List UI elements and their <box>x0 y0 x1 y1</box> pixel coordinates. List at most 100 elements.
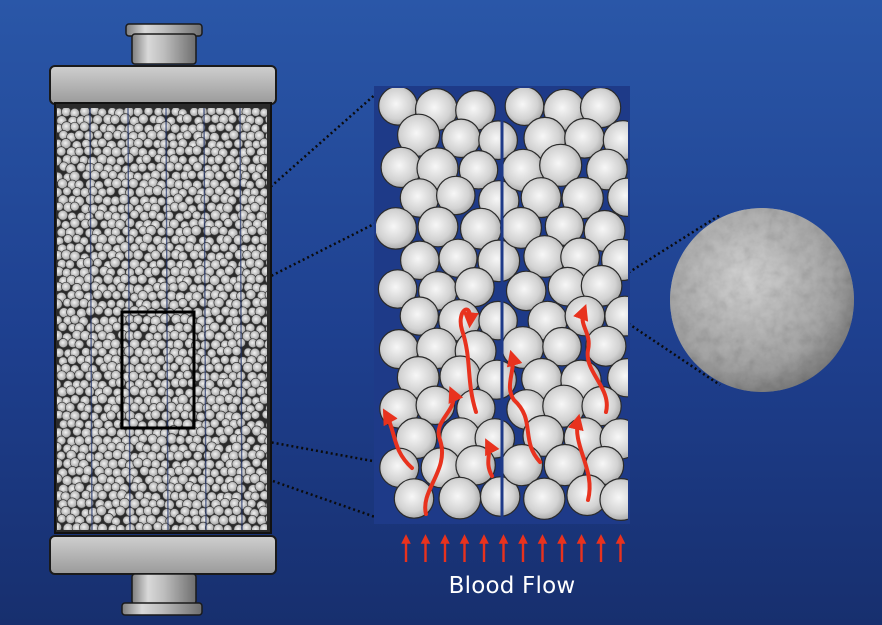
column-bead <box>164 353 175 364</box>
column-bead <box>210 193 221 204</box>
column-bead <box>65 513 76 524</box>
column-bead <box>192 466 203 476</box>
single-bead <box>670 208 854 392</box>
column-bead <box>264 436 267 446</box>
column-bead <box>57 442 63 453</box>
column-bead <box>152 185 163 197</box>
column-bead <box>207 123 218 134</box>
column-bead <box>223 139 234 150</box>
column-bead <box>215 314 225 324</box>
column-bead <box>263 146 267 157</box>
column-bead <box>97 347 108 357</box>
column-bead <box>201 242 212 252</box>
column-bead <box>224 265 235 276</box>
column-bead <box>214 170 225 181</box>
column-bead <box>74 369 85 380</box>
column-bead <box>69 297 81 309</box>
column-bead <box>210 306 221 317</box>
column-bead <box>246 386 258 398</box>
inset-bead <box>399 296 439 336</box>
column-bead <box>70 394 80 405</box>
inset-bead <box>438 476 482 520</box>
column-bead <box>87 442 98 453</box>
column-bead <box>102 242 113 253</box>
column-bead <box>138 113 149 125</box>
column-bead <box>213 362 224 373</box>
column-bead <box>128 274 139 285</box>
column-bead <box>69 121 80 132</box>
column-bead <box>74 482 85 493</box>
column-bead <box>84 386 95 397</box>
column-bead <box>57 146 67 157</box>
inset-bead <box>586 148 628 191</box>
column-bead <box>177 298 188 309</box>
column-bead <box>97 523 108 530</box>
column-bead <box>129 209 140 220</box>
column-bead <box>103 307 114 317</box>
column-bead <box>264 386 267 396</box>
column-bead <box>61 281 71 292</box>
column-bead <box>110 338 121 350</box>
inset-bead <box>539 143 583 187</box>
column-bead <box>182 369 193 380</box>
column-bead <box>92 514 102 524</box>
column-bead <box>186 523 197 530</box>
column-bead <box>57 379 62 390</box>
column-bead <box>247 514 258 525</box>
column-bead <box>254 338 265 349</box>
column-bead <box>265 468 267 476</box>
column-bead <box>213 154 225 165</box>
column-bead <box>65 259 75 270</box>
column-bead <box>132 330 143 341</box>
column-bead <box>109 114 121 125</box>
column-bead <box>112 163 122 173</box>
inset-bead <box>520 177 562 219</box>
column-bead <box>254 130 265 142</box>
column-bead <box>57 370 67 381</box>
column-bead <box>251 108 261 117</box>
column-bead <box>57 473 63 484</box>
column-bead <box>241 233 252 244</box>
column-bead <box>198 297 209 308</box>
column-bead <box>258 393 267 405</box>
column-bead <box>150 266 161 277</box>
column-bead <box>254 177 266 189</box>
column-bead <box>259 490 267 501</box>
column-bead <box>237 209 249 221</box>
column-bead <box>173 450 185 462</box>
column-bead <box>96 393 108 405</box>
column-bead <box>264 290 267 299</box>
column-bead <box>85 306 96 317</box>
column-bead <box>92 146 103 157</box>
flow-arrows <box>401 534 626 562</box>
column-bead <box>213 297 225 309</box>
column-bead <box>119 113 131 125</box>
column-bead <box>97 137 108 148</box>
column-bead <box>74 129 85 141</box>
column-bead <box>259 108 267 118</box>
inset-bead <box>476 359 517 400</box>
zoom-region <box>120 310 196 430</box>
column-bead <box>192 451 203 461</box>
column-bead <box>231 345 242 357</box>
column-bead <box>136 273 148 285</box>
column-bead <box>129 385 140 397</box>
column-bead <box>251 361 263 373</box>
column-bead <box>110 195 121 206</box>
inset-bead <box>585 325 627 367</box>
column-bead <box>87 217 99 229</box>
column-bead <box>110 146 122 158</box>
column-bead <box>222 202 234 214</box>
column-bead <box>175 435 186 445</box>
inset-bead <box>478 120 519 161</box>
column-bead <box>142 315 152 325</box>
column-bead <box>175 145 186 156</box>
inset-bead <box>477 239 521 283</box>
inset-bead <box>607 177 628 217</box>
column-bead <box>96 505 107 517</box>
column-bead <box>261 458 267 470</box>
column-bead <box>76 162 87 173</box>
column-bead <box>218 514 230 526</box>
column-bead <box>102 385 113 397</box>
